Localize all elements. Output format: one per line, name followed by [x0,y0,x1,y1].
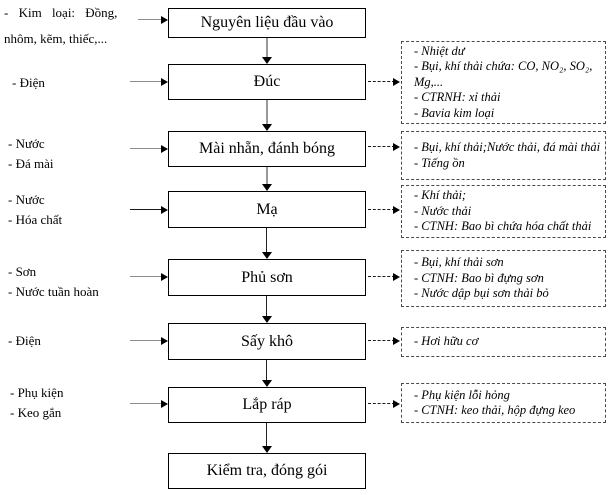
input-label-son-nuoc-tuan-hoan: - Sơn - Nước tuần hoàn [8,264,99,299]
input-label-nuoc-da-mai: - Nước - Đá mài [8,136,54,171]
process-box-kiem-tra-dong-goi: Kiểm tra, đóng gói [168,453,366,489]
input-label-phu-kien-keo-gan: - Phụ kiện - Keo gắn [10,385,64,420]
waste-arrow-5 [368,337,400,345]
input-label-dien-2: - Điện [8,333,41,348]
flow-arrow-1 [262,38,272,64]
flow-arrow-5 [262,296,272,323]
input-label-kim-loai: - Kim loại: Đồng, nhôm, kẽm, thiếc,... [4,5,118,46]
flow-arrow-2 [262,100,272,131]
waste-box-duc: - Nhiệt dư - Bụi, khí thải chứa: CO, NO₂… [401,41,606,124]
process-box-duc: Đúc [168,64,366,100]
waste-arrow-2 [368,143,400,151]
input-label-dien-1: - Điện [12,75,45,90]
process-box-lap-rap: Lắp ráp [168,387,366,423]
process-box-ma: Mạ [168,191,366,228]
waste-arrow-1 [368,78,400,86]
waste-arrow-4 [368,273,400,281]
waste-box-ma: - Khí thải; - Nước thải - CTNH: Bao bì c… [401,185,606,238]
flow-arrow-3 [262,167,272,191]
waste-box-mai-nhan: - Bụi, khí thải;Nước thải, đá mài thải -… [401,131,606,180]
waste-arrow-6 [368,400,400,408]
input-arrow-2 [130,78,168,86]
waste-box-say-kho: - Hơi hữu cơ [401,327,606,357]
process-box-mai-nhan-danh-bong: Mài nhẵn, đánh bóng [168,131,366,167]
input-arrow-3 [130,145,168,153]
input-arrow-6 [130,337,168,345]
input-label-nuoc-hoa-chat: - Nước - Hóa chất [8,192,63,227]
input-arrow-1 [138,16,168,24]
flow-arrow-6 [262,360,272,387]
process-box-nguyen-lieu-dau-vao: Nguyên liệu đầu vào [168,8,366,38]
process-box-say-kho: Sấy khô [168,323,366,360]
waste-arrow-3 [368,206,400,214]
input-arrow-7 [130,400,168,408]
input-arrow-5 [130,273,168,281]
input-arrow-4 [130,206,168,214]
waste-box-lap-rap: - Phụ kiện lỗi hỏng - CTNH: keo thải, hộ… [401,383,606,423]
flow-arrow-4 [262,228,272,259]
process-box-phu-son: Phủ sơn [168,259,366,296]
flow-arrow-7 [262,423,272,453]
waste-box-phu-son: - Bụi, khí thải sơn - CTNH: Bao bì đựng … [401,250,606,307]
